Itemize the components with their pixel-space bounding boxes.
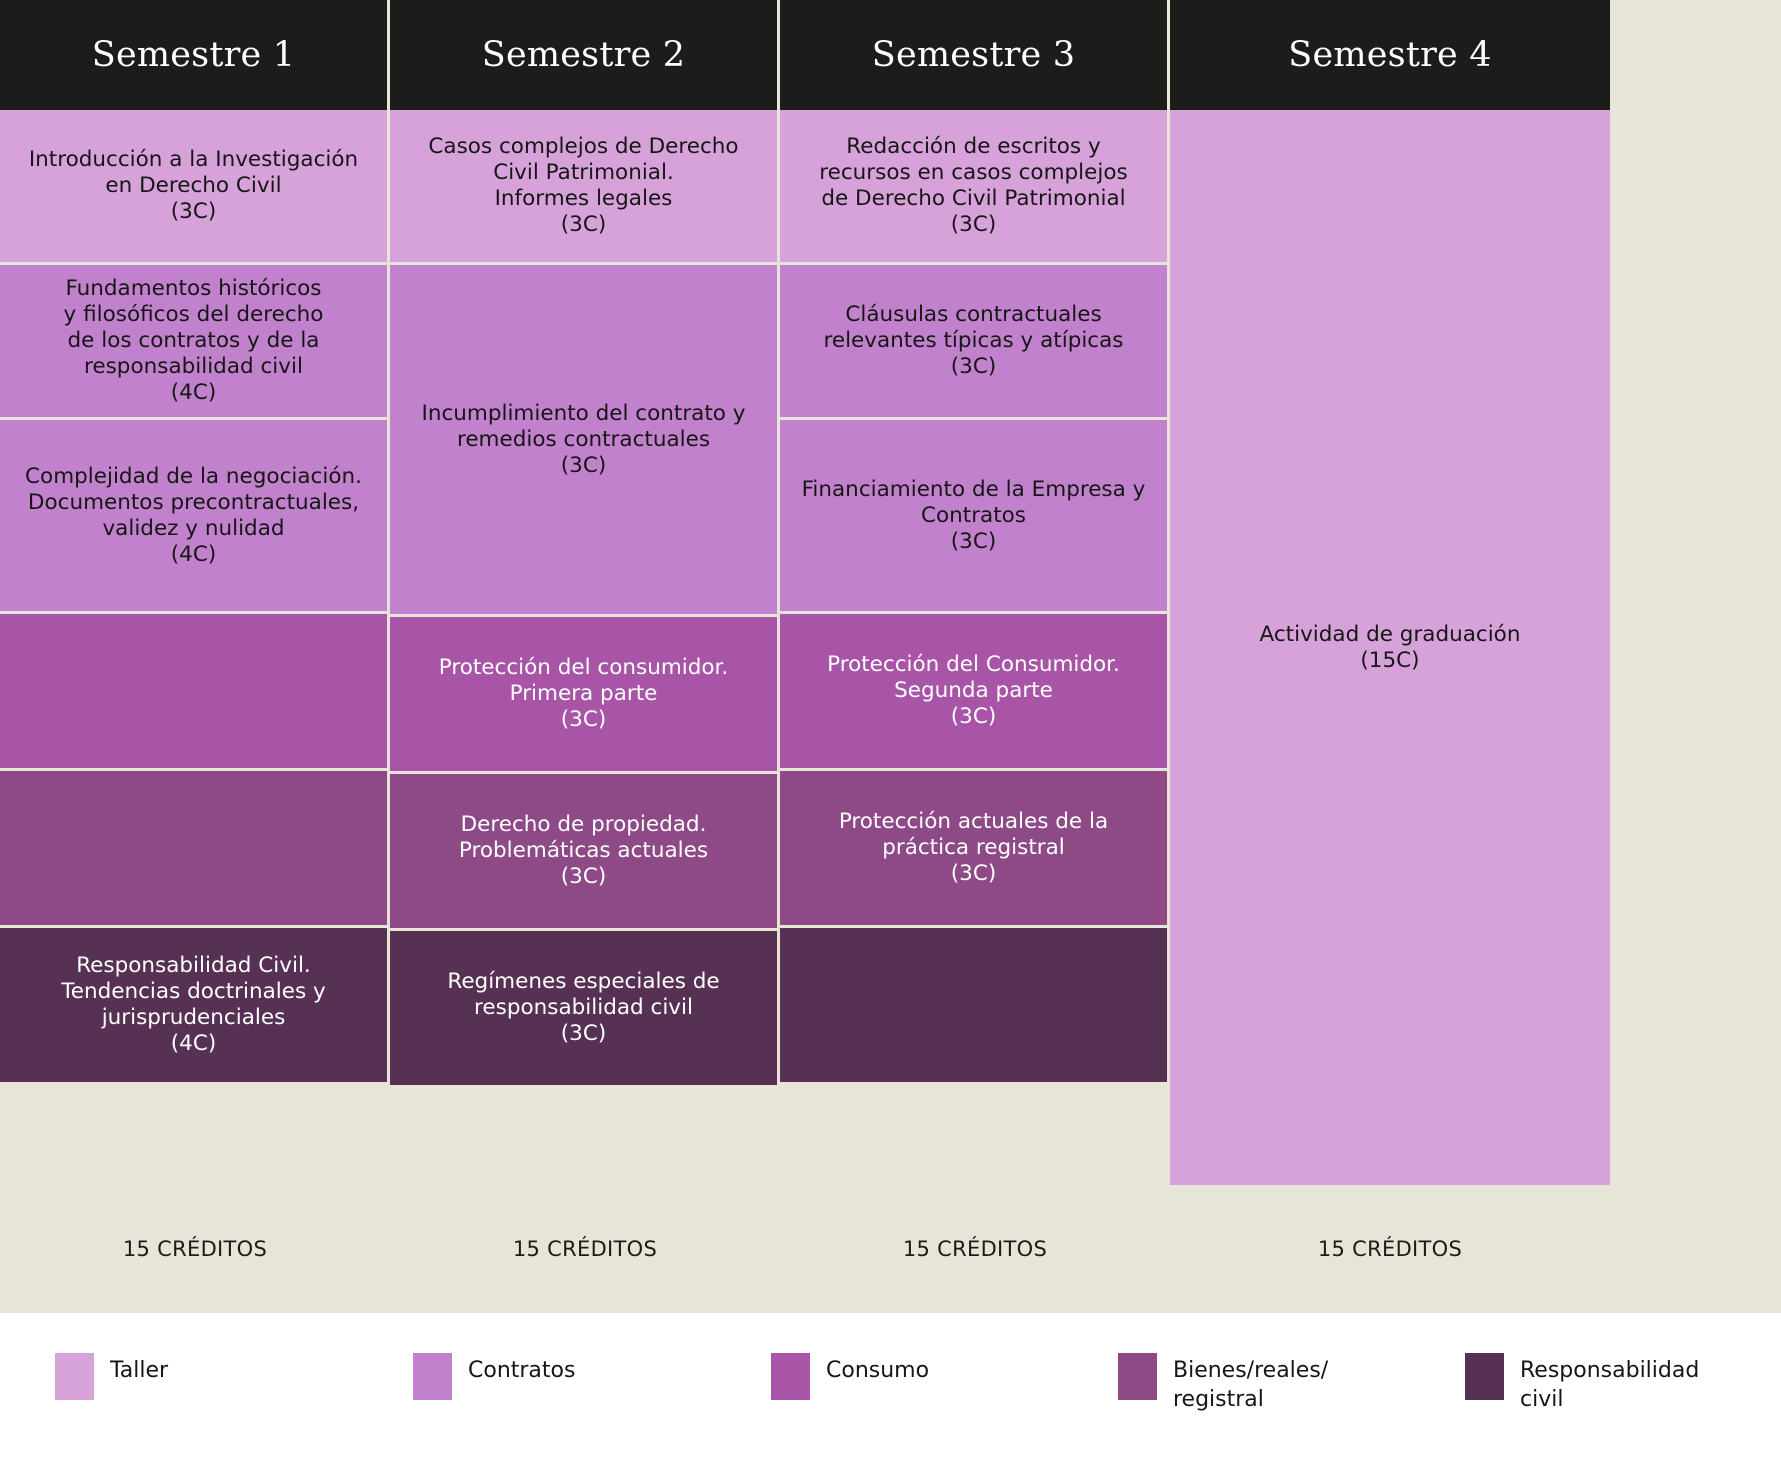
legend-color-swatch: [1118, 1353, 1157, 1400]
semester-column-1: Introducción a la Investigación en Derec…: [0, 110, 390, 1185]
legend-color-swatch: [1465, 1353, 1504, 1400]
credits-label: 15 CRÉDITOS: [902, 1237, 1048, 1261]
legend-label: Taller: [110, 1358, 169, 1383]
credits-total-semester-3: 15 CRÉDITOS: [780, 1185, 1170, 1313]
course-cell-empty: [780, 928, 1167, 1082]
credits-label: 15 CRÉDITOS: [512, 1237, 658, 1261]
legend-label: Consumo: [826, 1358, 930, 1383]
course-label: Protección del consumidor. Primera parte…: [438, 655, 729, 732]
semester-header-3: Semestre 3: [780, 0, 1170, 110]
semester-header-1: Semestre 1: [0, 0, 390, 110]
semester-header-label: Semestre 2: [481, 35, 686, 75]
legend-item[interactable]: Taller: [55, 1353, 168, 1400]
semester-header-2: Semestre 2: [390, 0, 780, 110]
course-label: Protección actuales de la práctica regis…: [838, 809, 1109, 886]
credits-label: 15 CRÉDITOS: [1317, 1237, 1463, 1261]
semester-header-label: Semestre 4: [1288, 35, 1492, 75]
legend-color-swatch: [771, 1353, 810, 1400]
course-cell[interactable]: Protección actuales de la práctica regis…: [780, 771, 1167, 928]
course-cell[interactable]: Actividad de graduación (15C): [1170, 110, 1610, 1185]
course-cell-empty: [0, 771, 387, 928]
legend-label: Bienes/reales/ registral: [1173, 1358, 1329, 1413]
course-cell[interactable]: Casos complejos de Derecho Civil Patrimo…: [390, 110, 777, 265]
course-label: Redacción de escritos y recursos en caso…: [819, 134, 1128, 237]
course-cell[interactable]: Complejidad de la negociación. Documento…: [0, 420, 387, 614]
semester-header-4: Semestre 4: [1170, 0, 1610, 110]
legend-item[interactable]: Contratos: [413, 1353, 575, 1400]
course-label: Incumplimiento del contrato y remedios c…: [421, 400, 746, 478]
course-cell[interactable]: Responsabilidad Civil. Tendencias doctri…: [0, 928, 387, 1082]
legend-item[interactable]: Bienes/reales/ registral: [1118, 1353, 1328, 1414]
credits-total-semester-4: 15 CRÉDITOS: [1170, 1185, 1610, 1313]
course-label: Casos complejos de Derecho Civil Patrimo…: [428, 134, 739, 237]
semester-column-4: Actividad de graduación (15C): [1170, 110, 1610, 1185]
course-label: Derecho de propiedad. Problemáticas actu…: [458, 812, 709, 889]
legend-label: Responsabilidad civil: [1520, 1358, 1700, 1413]
course-label: Complejidad de la negociación. Documento…: [25, 463, 362, 567]
course-cell[interactable]: Protección del consumidor. Primera parte…: [390, 617, 777, 774]
course-label: Fundamentos históricos y filosóficos del…: [63, 276, 324, 405]
credits-label: 15 CRÉDITOS: [122, 1237, 268, 1261]
course-label: Responsabilidad Civil. Tendencias doctri…: [61, 953, 326, 1056]
semester-header-label: Semestre 3: [871, 35, 1076, 75]
course-label: Regímenes especiales de responsabilidad …: [447, 969, 720, 1046]
credits-footer-row: 15 CRÉDITOS 15 CRÉDITOS 15 CRÉDITOS 15 CRÉD…: [0, 1185, 1781, 1313]
legend-item[interactable]: Responsabilidad civil: [1465, 1353, 1699, 1414]
course-label: Actividad de graduación (15C): [1259, 621, 1521, 673]
legend-item[interactable]: Consumo: [771, 1353, 929, 1400]
course-label: Cláusulas contractuales relevantes típic…: [823, 302, 1124, 379]
course-cell[interactable]: Regímenes especiales de responsabilidad …: [390, 931, 777, 1085]
course-grid: Introducción a la Investigación en Derec…: [0, 110, 1781, 1185]
course-cell[interactable]: Derecho de propiedad. Problemáticas actu…: [390, 774, 777, 931]
course-cell[interactable]: Cláusulas contractuales relevantes típic…: [780, 265, 1167, 420]
credits-total-semester-1: 15 CRÉDITOS: [0, 1185, 390, 1313]
semester-header-label: Semestre 1: [91, 35, 296, 75]
course-label: Financiamiento de la Empresa y Contratos…: [801, 476, 1146, 554]
legend-color-swatch: [413, 1353, 452, 1400]
semester-column-3: Redacción de escritos y recursos en caso…: [780, 110, 1170, 1185]
legend-color-swatch: [55, 1353, 94, 1400]
credits-total-semester-2: 15 CRÉDITOS: [390, 1185, 780, 1313]
course-cell[interactable]: Fundamentos históricos y filosóficos del…: [0, 265, 387, 420]
course-label: Introducción a la Investigación en Derec…: [28, 147, 359, 224]
course-cell[interactable]: Introducción a la Investigación en Derec…: [0, 110, 387, 265]
course-cell[interactable]: Incumplimiento del contrato y remedios c…: [390, 265, 777, 617]
course-label: Protección del Consumidor. Segunda parte…: [827, 652, 1120, 729]
course-cell[interactable]: Financiamiento de la Empresa y Contratos…: [780, 420, 1167, 614]
legend: Taller Contratos Consumo Bienes/reales/ reg…: [0, 1313, 1781, 1476]
course-cell[interactable]: Protección del Consumidor. Segunda parte…: [780, 614, 1167, 771]
semester-column-2: Casos complejos de Derecho Civil Patrimo…: [390, 110, 780, 1185]
legend-label: Contratos: [468, 1358, 576, 1383]
course-cell[interactable]: Redacción de escritos y recursos en caso…: [780, 110, 1167, 265]
course-cell-empty: [0, 614, 387, 771]
semester-header-row: Semestre 1 Semestre 2 Semestre 3 Semestr…: [0, 0, 1781, 110]
